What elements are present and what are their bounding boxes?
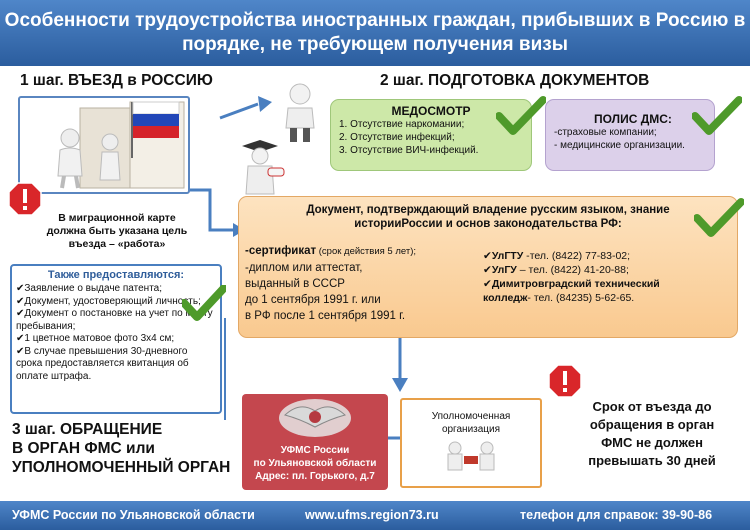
also-provided-item: ✔В случае превышения 30-дневного срока п… — [16, 345, 189, 382]
also-provided-box: Также предоставляются: ✔Заявление о выда… — [10, 264, 222, 414]
authorized-line1: Уполномоченная — [431, 411, 511, 422]
insurance-title: ПОЛИС ДМС: — [594, 112, 672, 126]
language-line: до 1 сентября 1991 г. или — [245, 294, 381, 306]
check-icon — [182, 285, 226, 321]
step2-title: 2 шаг. ПОДГОТОВКА ДОКУМЕНТОВ — [380, 72, 650, 89]
step1-title: 1 шаг. ВЪЕЗД в РОССИЮ — [20, 72, 213, 89]
language-line: -диплом или аттестат, — [245, 262, 363, 274]
medical-exam-card: МЕДОСМОТР 1. Отсутствие наркомании; 2. О… — [330, 99, 532, 171]
language-line: в РФ после 1 сентября 1991 г. — [245, 310, 406, 322]
footer-site[interactable]: www.ufms.region73.ru — [305, 508, 439, 522]
migration-note-line2: должна быть указана цель — [46, 225, 188, 237]
insurance-item: - медицинские организации. — [554, 140, 685, 151]
step3-line2: В ОРГАН ФМС или — [12, 440, 155, 457]
deadline-line3: ФМС не должен — [601, 435, 703, 450]
handshake-icon — [447, 441, 495, 471]
arrow-to-language — [185, 188, 237, 232]
language-options: -сертификат (срок действия 5 лет); -дипл… — [245, 243, 465, 324]
check-icon — [692, 96, 742, 135]
fms-emblem-icon — [279, 399, 351, 437]
arrow-to-person — [219, 102, 259, 120]
person-icon — [285, 83, 315, 142]
university-row: ✔УлГУ – тел. (8422) 41-20-88; — [483, 264, 629, 276]
header-line-1: Особенности трудоустройства иностранных … — [4, 10, 746, 31]
warning-icon — [548, 364, 582, 398]
language-title-line1: Документ, подтверждающий владение русски… — [306, 204, 670, 216]
footer-phone: телефон для справок: 39-90-86 — [520, 508, 713, 522]
header-line-2: порядке, не требующем получения визы — [182, 34, 568, 55]
language-title-line2: историиРоссии и основ законодательства Р… — [354, 218, 622, 230]
step1-illustration — [18, 96, 190, 194]
university-row: ✔УлГТУ -тел. (8422) 77-83-02; — [483, 250, 631, 262]
fms-line2: по Ульяновской области — [253, 458, 377, 469]
universities-list: ✔УлГТУ -тел. (8422) 77-83-02; ✔УлГУ – те… — [483, 249, 723, 305]
migration-note-line1: В миграционной карте — [58, 212, 176, 224]
authorized-org-card: Уполномоченная организация — [400, 398, 542, 488]
deadline-line4: превышать 30 дней — [588, 453, 716, 468]
insurance-item: -страховые компании; — [554, 127, 657, 138]
medical-item: 3. Отсутствие ВИЧ-инфекций. — [339, 145, 479, 156]
step3-line1: 3 шаг. ОБРАЩЕНИЕ — [12, 421, 163, 438]
fms-office-card: УФМС России по Ульяновской области Адрес… — [242, 394, 388, 490]
language-doc-card: Документ, подтверждающий владение русски… — [238, 196, 738, 338]
warning-icon — [8, 182, 42, 216]
step3-line3: УПОЛНОМОЧЕННЫЙ ОРГАН — [12, 459, 231, 476]
fms-line1: УФМС России — [280, 445, 350, 456]
migration-note-line3: въезда – «работа» — [68, 238, 166, 250]
medical-title: МЕДОСМОТР — [391, 104, 471, 118]
check-icon — [694, 198, 744, 237]
russian-flag-door-icon — [57, 101, 185, 189]
also-provided-item: ✔Документ, удостоверяющий личность; — [16, 295, 201, 307]
also-provided-title: Также предоставляются: — [47, 269, 185, 281]
medical-item: 1. Отсутствие наркомании; — [339, 119, 465, 130]
graduate-icon — [242, 140, 285, 195]
deadline-line2: обращения в орган — [589, 417, 715, 432]
deadline-note: Срок от въезда до обращения в орган ФМС … — [562, 398, 742, 470]
also-provided-item: ✔1 цветное матовое фото 3х4 см; — [16, 333, 175, 344]
fms-line3: Адрес: пл. Горького, д.7 — [255, 471, 375, 482]
insurance-card: ПОЛИС ДМС: -страховые компании; - медици… — [545, 99, 715, 171]
cert-label: -сертификат — [245, 245, 317, 257]
deadline-line1: Срок от въезда до — [592, 399, 712, 414]
page-footer: УФМС России по Ульяновской области www.u… — [0, 501, 750, 530]
medical-item: 2. Отсутствие инфекций; — [339, 132, 455, 143]
language-line: выданный в СССР — [245, 278, 345, 290]
cert-note: (срок действия 5 лет); — [316, 246, 417, 257]
footer-org: УФМС России по Ульяновской области — [12, 508, 255, 522]
check-icon — [496, 96, 546, 135]
page-header: Особенности трудоустройства иностранных … — [0, 0, 750, 66]
also-provided-item: ✔Заявление о выдаче патента; — [16, 283, 163, 294]
step3-title: 3 шаг. ОБРАЩЕНИЕ В ОРГАН ФМС или УПОЛНОМ… — [12, 420, 230, 477]
authorized-line2: организация — [441, 424, 501, 435]
also-provided-item: ✔Документ о постановке на учет по месту … — [16, 308, 213, 332]
migration-card-note: В миграционной карте должна быть указана… — [22, 212, 212, 251]
